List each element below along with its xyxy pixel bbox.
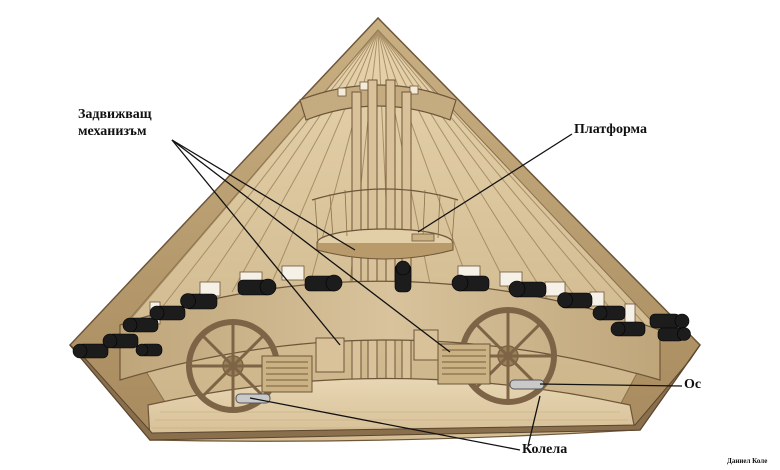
cannon-15 xyxy=(135,343,163,357)
leader-drive-right xyxy=(171,139,451,353)
cannon-12 xyxy=(610,321,646,337)
label-platform: Платформа xyxy=(574,122,647,137)
leader-drive-left xyxy=(171,139,341,346)
leader-drive-mid xyxy=(171,139,356,251)
cannon-6 xyxy=(237,278,277,296)
cannon-2 xyxy=(102,333,139,349)
leader-wheel-right xyxy=(527,395,541,447)
cannon-7 xyxy=(304,274,343,292)
drive-mechanism-right xyxy=(413,329,491,385)
drive-mechanism-left xyxy=(261,337,345,393)
cannons xyxy=(72,260,691,359)
cannon-13 xyxy=(649,313,690,329)
cannon-10 xyxy=(557,292,593,309)
leader-axle xyxy=(539,383,683,387)
label-drive-mechanism-line2: механизъм xyxy=(78,124,147,139)
cannon-16 xyxy=(394,260,412,293)
label-axle: Ос xyxy=(684,377,702,392)
wall-windows xyxy=(149,265,636,325)
leader-platform xyxy=(417,133,573,233)
label-drive-mechanism: Задвижващ механизъм xyxy=(78,106,152,140)
cannon-8 xyxy=(451,274,490,292)
label-drive-mechanism-line1: Задвижващ xyxy=(78,107,152,122)
leader-wheel-left xyxy=(249,397,521,451)
leader-lines xyxy=(171,133,683,451)
cannon-14 xyxy=(657,327,691,342)
base-skirt xyxy=(69,344,701,441)
label-wheels: Колела xyxy=(522,442,568,457)
cannon-3 xyxy=(122,317,159,333)
author-credit: Даниел Коле xyxy=(727,457,768,465)
cannon-1 xyxy=(72,343,109,359)
cannon-9 xyxy=(508,280,547,298)
cannon-4 xyxy=(149,305,186,321)
cannon-11 xyxy=(592,305,626,321)
cannon-5 xyxy=(180,293,218,310)
